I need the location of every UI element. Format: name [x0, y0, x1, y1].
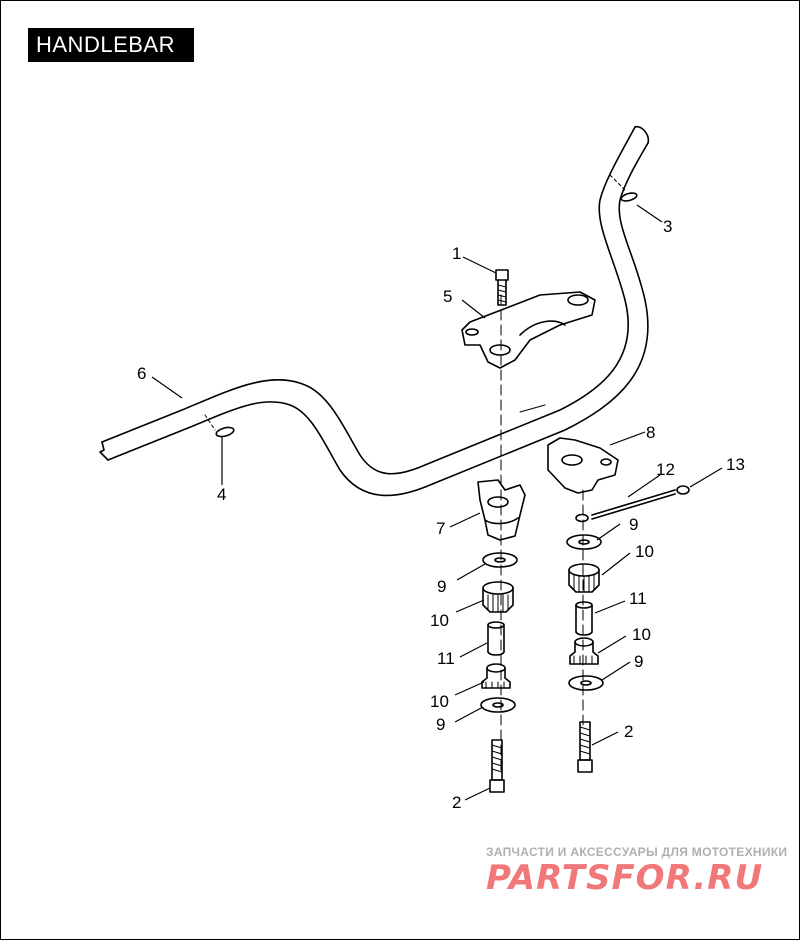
- riser-8: [547, 437, 619, 494]
- callout-9-right-top: 9: [629, 515, 638, 534]
- cable-12: [575, 485, 690, 523]
- watermark-logo: PARTSFOR.RU: [486, 858, 764, 898]
- callout-11-right: 11: [629, 589, 647, 608]
- callout-9-left-top: 9: [437, 577, 446, 596]
- bolt-2-right: [577, 721, 593, 773]
- callout-2-right: 2: [624, 722, 633, 741]
- bushing-10-left-top: [482, 581, 514, 613]
- callout-10-right-top: 10: [635, 542, 654, 561]
- leader-lines: [151, 204, 723, 801]
- clip-3: [620, 192, 638, 202]
- top-clamp-5: [461, 291, 596, 369]
- callout-5: 5: [443, 287, 452, 306]
- callout-12: 12: [656, 460, 675, 479]
- bushing-10-right-top: [568, 563, 600, 593]
- callout-6: 6: [137, 364, 146, 383]
- diagram-title: HANDLEBAR: [28, 28, 194, 62]
- callout-3: 3: [663, 217, 672, 236]
- watermark-caption: ЗАПЧАСТИ И АКСЕССУАРЫ ДЛЯ МОТОТЕХНИКИ: [486, 845, 788, 859]
- bolt-2-left: [489, 739, 505, 793]
- callout-11-left: 11: [437, 649, 455, 668]
- callout-9-left-bottom: 9: [436, 715, 445, 734]
- callout-4: 4: [217, 485, 226, 504]
- handlebar-tube: [99, 125, 650, 497]
- washer-9-right-bottom: [568, 675, 604, 691]
- clip-4: [215, 426, 235, 438]
- callout-10-left-bottom: 10: [430, 692, 449, 711]
- callout-10-left-top: 10: [430, 611, 449, 630]
- callout-10-right-bottom: 10: [632, 625, 651, 644]
- callout-7: 7: [436, 519, 445, 538]
- callout-8: 8: [646, 423, 655, 442]
- sleeve-11-left: [487, 621, 505, 656]
- callout-2-left: 2: [452, 793, 461, 812]
- riser-7: [477, 479, 526, 541]
- screw-1: [495, 269, 509, 306]
- washer-9-right-top: [566, 534, 602, 550]
- washer-9-left-top: [482, 552, 518, 568]
- callout-13: 13: [726, 455, 745, 474]
- callout-1: 1: [452, 244, 461, 263]
- sleeve-11-right: [575, 601, 593, 636]
- washer-9-left-bottom: [480, 697, 516, 713]
- callout-9-right-bottom: 9: [634, 652, 643, 671]
- bushing-10-left-bottom: [481, 663, 511, 689]
- bushing-10-right-bottom: [569, 637, 599, 665]
